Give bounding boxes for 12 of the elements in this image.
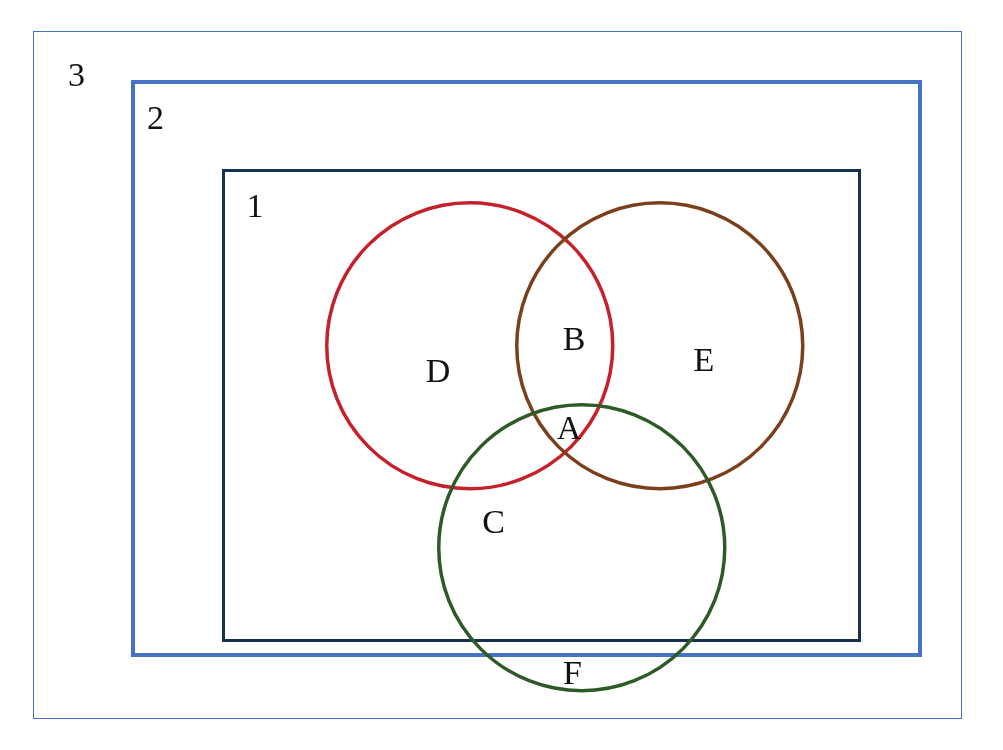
region-label: F bbox=[563, 655, 582, 690]
set-number: 1 bbox=[246, 189, 264, 223]
region-label: A bbox=[556, 411, 582, 445]
set-rectangle bbox=[33, 31, 962, 719]
region-label: D bbox=[425, 354, 451, 388]
set-number: 3 bbox=[68, 57, 85, 92]
region-label: E bbox=[693, 343, 715, 377]
region-label: B bbox=[562, 322, 586, 356]
set-rectangle bbox=[221, 168, 861, 642]
region-label: C bbox=[482, 504, 505, 539]
set-number: 2 bbox=[147, 100, 164, 135]
set-rectangle bbox=[130, 79, 922, 657]
